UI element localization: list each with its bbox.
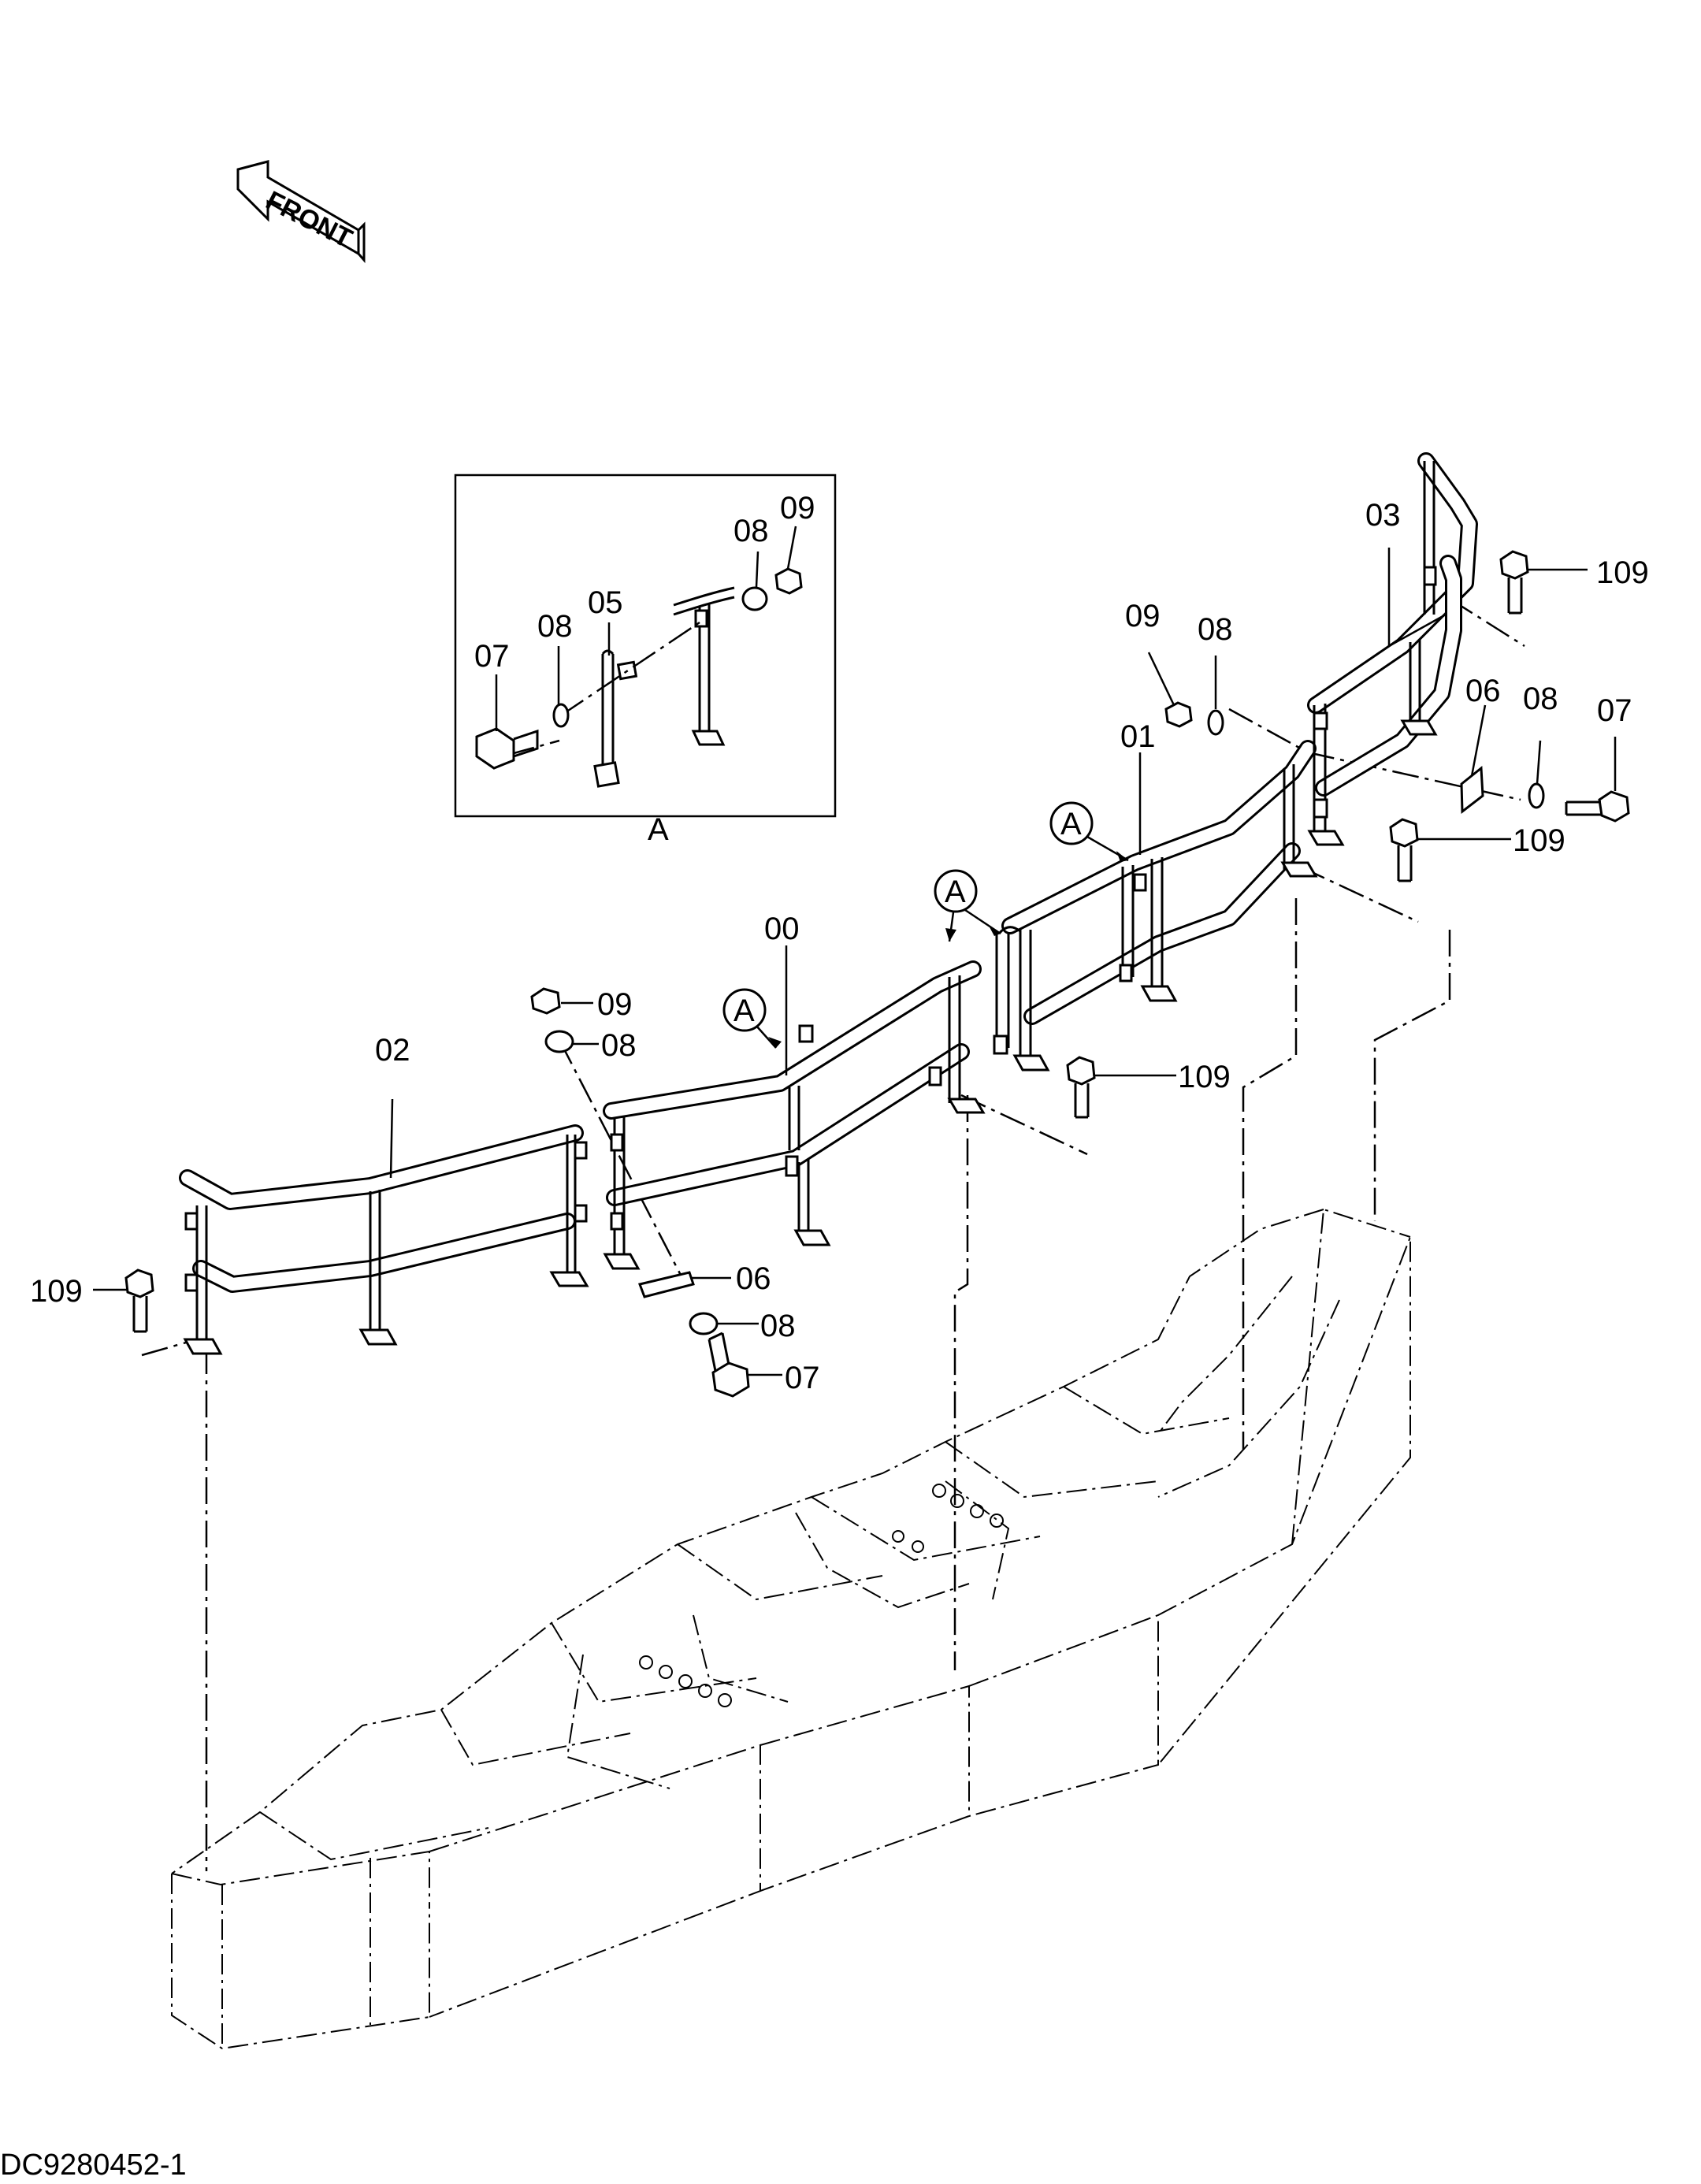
part-label-02: 02 [375, 1033, 410, 1068]
part-label-08: 08 [601, 1028, 637, 1063]
part-label-07: 07 [474, 639, 510, 674]
part-label-09: 09 [780, 491, 815, 526]
part-label-06: 06 [1465, 674, 1501, 708]
bolt-109-icon [1499, 550, 1529, 615]
view-marker-label: A [945, 875, 966, 909]
bolt-07-icon [1565, 790, 1630, 823]
bolt-109-icon [124, 1268, 154, 1333]
plate-06-icon [637, 1271, 695, 1298]
part-label-109: 109 [1596, 555, 1649, 590]
part-label-08: 08 [1523, 682, 1558, 716]
part-label-08: 08 [1198, 612, 1233, 647]
view-marker: A [934, 869, 1001, 942]
part-labels: 02 00 01 03 109 109 109 109 09 08 06 08 … [30, 498, 1649, 1395]
part-label-109: 109 [30, 1274, 83, 1309]
bolt-109-icon [1389, 818, 1419, 882]
handrail-01 [993, 740, 1318, 1072]
handrail-00 [603, 960, 986, 1270]
front-arrow-icon: FRONT [236, 160, 366, 263]
nut-09-icon [530, 987, 561, 1015]
part-label-08: 08 [537, 609, 573, 644]
plate-06-icon [1460, 766, 1484, 814]
mounting-holes [639, 1484, 1004, 1707]
alignment-lines [141, 597, 1525, 1871]
handrail-02 [179, 1124, 589, 1355]
washer-08-icon [544, 1030, 574, 1053]
drawing-number: DC9280452-1 [0, 2149, 187, 2182]
part-label-08: 08 [734, 514, 769, 548]
part-label-01: 01 [1120, 719, 1156, 754]
bolt-109-icon [1066, 1056, 1096, 1119]
part-label-07: 07 [1597, 693, 1632, 728]
handrail-03 [1307, 452, 1478, 846]
washer-08-icon [1207, 709, 1224, 736]
hardware [124, 550, 1630, 1398]
washer-08-icon [1528, 782, 1545, 809]
part-label-09: 09 [597, 987, 633, 1022]
detail-view-a: 07 08 05 08 09 A [454, 474, 837, 847]
part-label-09: 09 [1125, 599, 1161, 633]
view-marker-label: A [1060, 807, 1082, 841]
base-frame [171, 1208, 1411, 2050]
view-marker: A [1049, 801, 1129, 862]
part-label-109: 109 [1513, 823, 1565, 858]
view-marker: A [722, 988, 782, 1049]
part-label-109: 109 [1178, 1060, 1231, 1094]
part-label-05: 05 [588, 585, 623, 620]
leader-lines [93, 548, 1617, 1376]
part-label-06: 06 [736, 1261, 771, 1296]
detail-view-label: A [648, 812, 669, 847]
nut-09-icon [1164, 701, 1193, 728]
part-label-00: 00 [764, 912, 800, 946]
washer-08-icon [689, 1312, 719, 1335]
view-marker-label: A [734, 994, 755, 1028]
part-label-07: 07 [785, 1361, 820, 1395]
part-label-08: 08 [760, 1309, 796, 1343]
bolt-07-icon [708, 1332, 750, 1398]
part-label-03: 03 [1365, 498, 1401, 533]
front-arrow-label: FRONT [261, 185, 357, 254]
